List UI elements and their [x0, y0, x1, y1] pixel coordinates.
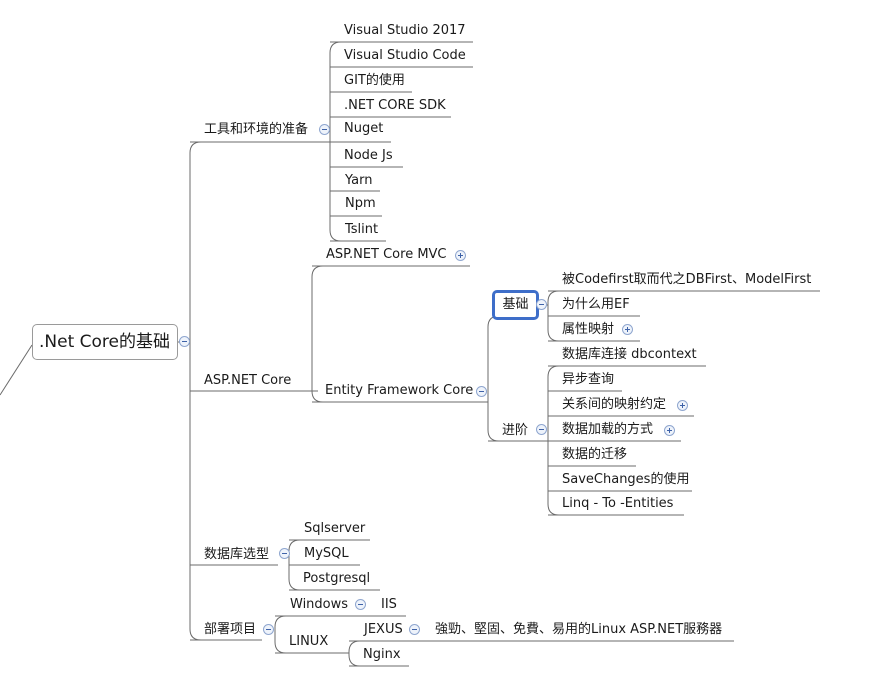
- tool-item[interactable]: Nuget: [344, 121, 384, 136]
- tool-item[interactable]: Node Js: [344, 148, 393, 163]
- advanced-item[interactable]: 数据加载的方式: [562, 422, 654, 437]
- advanced-item[interactable]: 数据的迁移: [562, 447, 628, 462]
- node-linux[interactable]: LINUX: [289, 634, 329, 649]
- expand-toggle-icon[interactable]: [622, 324, 633, 335]
- node-aspnet-core-mvc[interactable]: ASP.NET Core MVC: [326, 247, 447, 262]
- collapse-toggle-icon[interactable]: [179, 336, 190, 347]
- db-item[interactable]: MySQL: [304, 546, 349, 561]
- tool-item[interactable]: GIT的使用: [344, 73, 405, 88]
- root-node[interactable]: .Net Core的基础: [32, 324, 178, 360]
- node-advanced[interactable]: 进阶: [502, 423, 529, 438]
- tool-item[interactable]: Yarn: [345, 173, 373, 188]
- branch-tools[interactable]: 工具和环境的准备: [204, 122, 309, 137]
- db-item[interactable]: Postgresql: [303, 571, 371, 586]
- expand-toggle-icon[interactable]: [455, 250, 466, 261]
- basic-item[interactable]: 属性映射: [562, 322, 615, 337]
- node-windows[interactable]: Windows: [290, 597, 349, 612]
- node-iis[interactable]: IIS: [381, 597, 397, 612]
- tool-item[interactable]: Visual Studio Code: [344, 48, 466, 63]
- basic-item[interactable]: 为什么用EF: [562, 297, 630, 312]
- collapse-toggle-icon[interactable]: [536, 299, 547, 310]
- collapse-toggle-icon[interactable]: [476, 386, 487, 397]
- node-jexus[interactable]: JEXUS: [364, 622, 403, 637]
- advanced-item[interactable]: 关系间的映射约定: [562, 397, 667, 412]
- node-entity-framework-core[interactable]: Entity Framework Core: [325, 383, 474, 398]
- tool-item[interactable]: Tslint: [345, 222, 379, 237]
- collapse-toggle-icon[interactable]: [319, 124, 330, 135]
- tool-item[interactable]: .NET CORE SDK: [344, 98, 446, 113]
- branch-database[interactable]: 数据库选型: [204, 547, 270, 562]
- advanced-item[interactable]: 异步查询: [562, 372, 615, 387]
- collapse-toggle-icon[interactable]: [536, 424, 547, 435]
- node-basic-selected[interactable]: 基础: [492, 290, 539, 320]
- expand-toggle-icon[interactable]: [677, 400, 688, 411]
- tool-item[interactable]: Npm: [345, 196, 376, 211]
- basic-item[interactable]: 被Codefirst取而代之DBFirst、ModelFirst: [562, 272, 812, 287]
- node-nginx[interactable]: Nginx: [363, 647, 401, 662]
- node-jexus-description[interactable]: 強勁、堅固、免費、易用的Linux ASP.NET服務器: [435, 622, 723, 637]
- advanced-item[interactable]: SaveChanges的使用: [562, 472, 690, 487]
- collapse-toggle-icon[interactable]: [263, 624, 274, 635]
- collapse-toggle-icon[interactable]: [279, 548, 290, 559]
- tool-item[interactable]: Visual Studio 2017: [344, 23, 466, 38]
- expand-toggle-icon[interactable]: [664, 425, 675, 436]
- branch-deploy[interactable]: 部署项目: [204, 622, 257, 637]
- advanced-item[interactable]: 数据库连接 dbcontext: [562, 347, 697, 362]
- advanced-item[interactable]: Linq - To -Entities: [562, 496, 674, 511]
- collapse-toggle-icon[interactable]: [355, 599, 366, 610]
- branch-aspnet-core[interactable]: ASP.NET Core: [204, 373, 292, 388]
- collapse-toggle-icon[interactable]: [409, 624, 420, 635]
- db-item[interactable]: Sqlserver: [304, 521, 366, 536]
